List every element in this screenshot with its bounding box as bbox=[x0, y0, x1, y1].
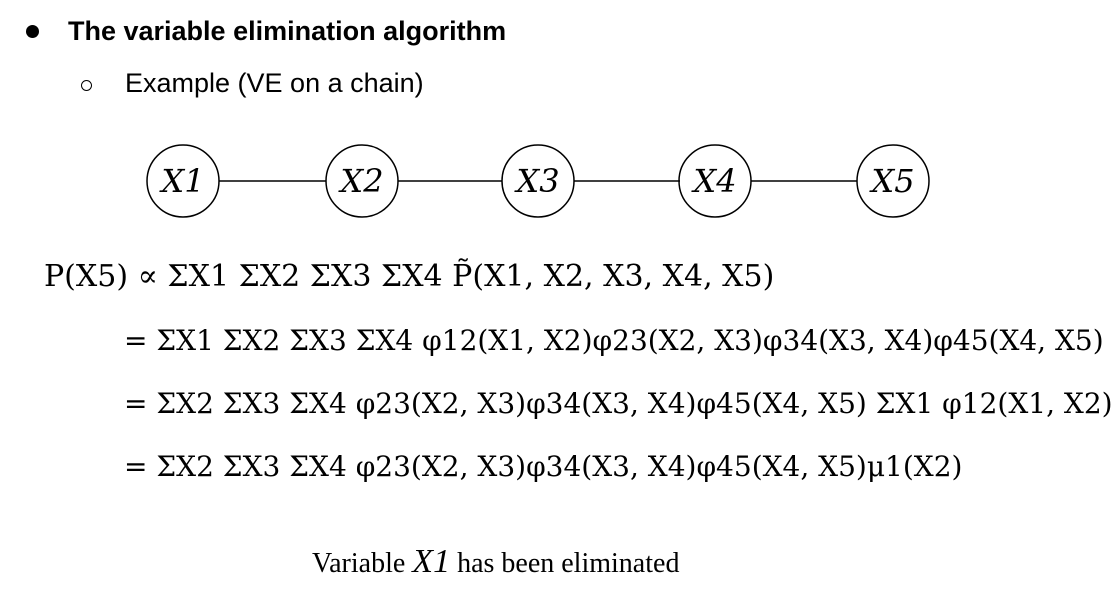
caption-before: Variable bbox=[312, 548, 406, 579]
equation-line-3: = ΣX2 ΣX3 ΣX4 φ23(X2, X3)φ34(X3, X4)φ45(… bbox=[124, 387, 1113, 420]
chain-graph: X1 X2 X3 X4 X5 bbox=[146, 144, 930, 218]
equation-line-4: = ΣX2 ΣX3 ΣX4 φ23(X2, X3)φ34(X3, X4)φ45(… bbox=[124, 450, 963, 483]
caption-variable: X1 bbox=[412, 543, 451, 580]
chain-node-1 bbox=[146, 144, 220, 218]
sub-bullet-icon bbox=[81, 80, 92, 91]
chain-node-label: X4 bbox=[690, 162, 736, 200]
chain-node-label: X3 bbox=[513, 162, 559, 200]
slide-heading: The variable elimination algorithm bbox=[68, 16, 507, 46]
chain-node-3 bbox=[501, 144, 575, 218]
chain-node-2 bbox=[325, 144, 399, 218]
caption-after: has been eliminated bbox=[457, 548, 680, 579]
chain-node-label: X5 bbox=[868, 162, 914, 200]
chain-node-label: X2 bbox=[337, 162, 383, 200]
slide-subheading: Example (VE on a chain) bbox=[125, 68, 424, 98]
chain-node-4 bbox=[678, 144, 752, 218]
chain-node-label: X1 bbox=[158, 162, 204, 200]
equation-line-2: = ΣX1 ΣX2 ΣX3 ΣX4 φ12(X1, X2)φ23(X2, X3)… bbox=[124, 324, 1104, 357]
bullet-dot-icon bbox=[26, 25, 39, 38]
chain-node-5 bbox=[856, 144, 930, 218]
equation-line-1: P(X5) ∝ ΣX1 ΣX2 ΣX3 ΣX4 P̃(X1, X2, X3, X… bbox=[44, 259, 775, 294]
caption: Variable X1 has been eliminated bbox=[312, 543, 679, 581]
